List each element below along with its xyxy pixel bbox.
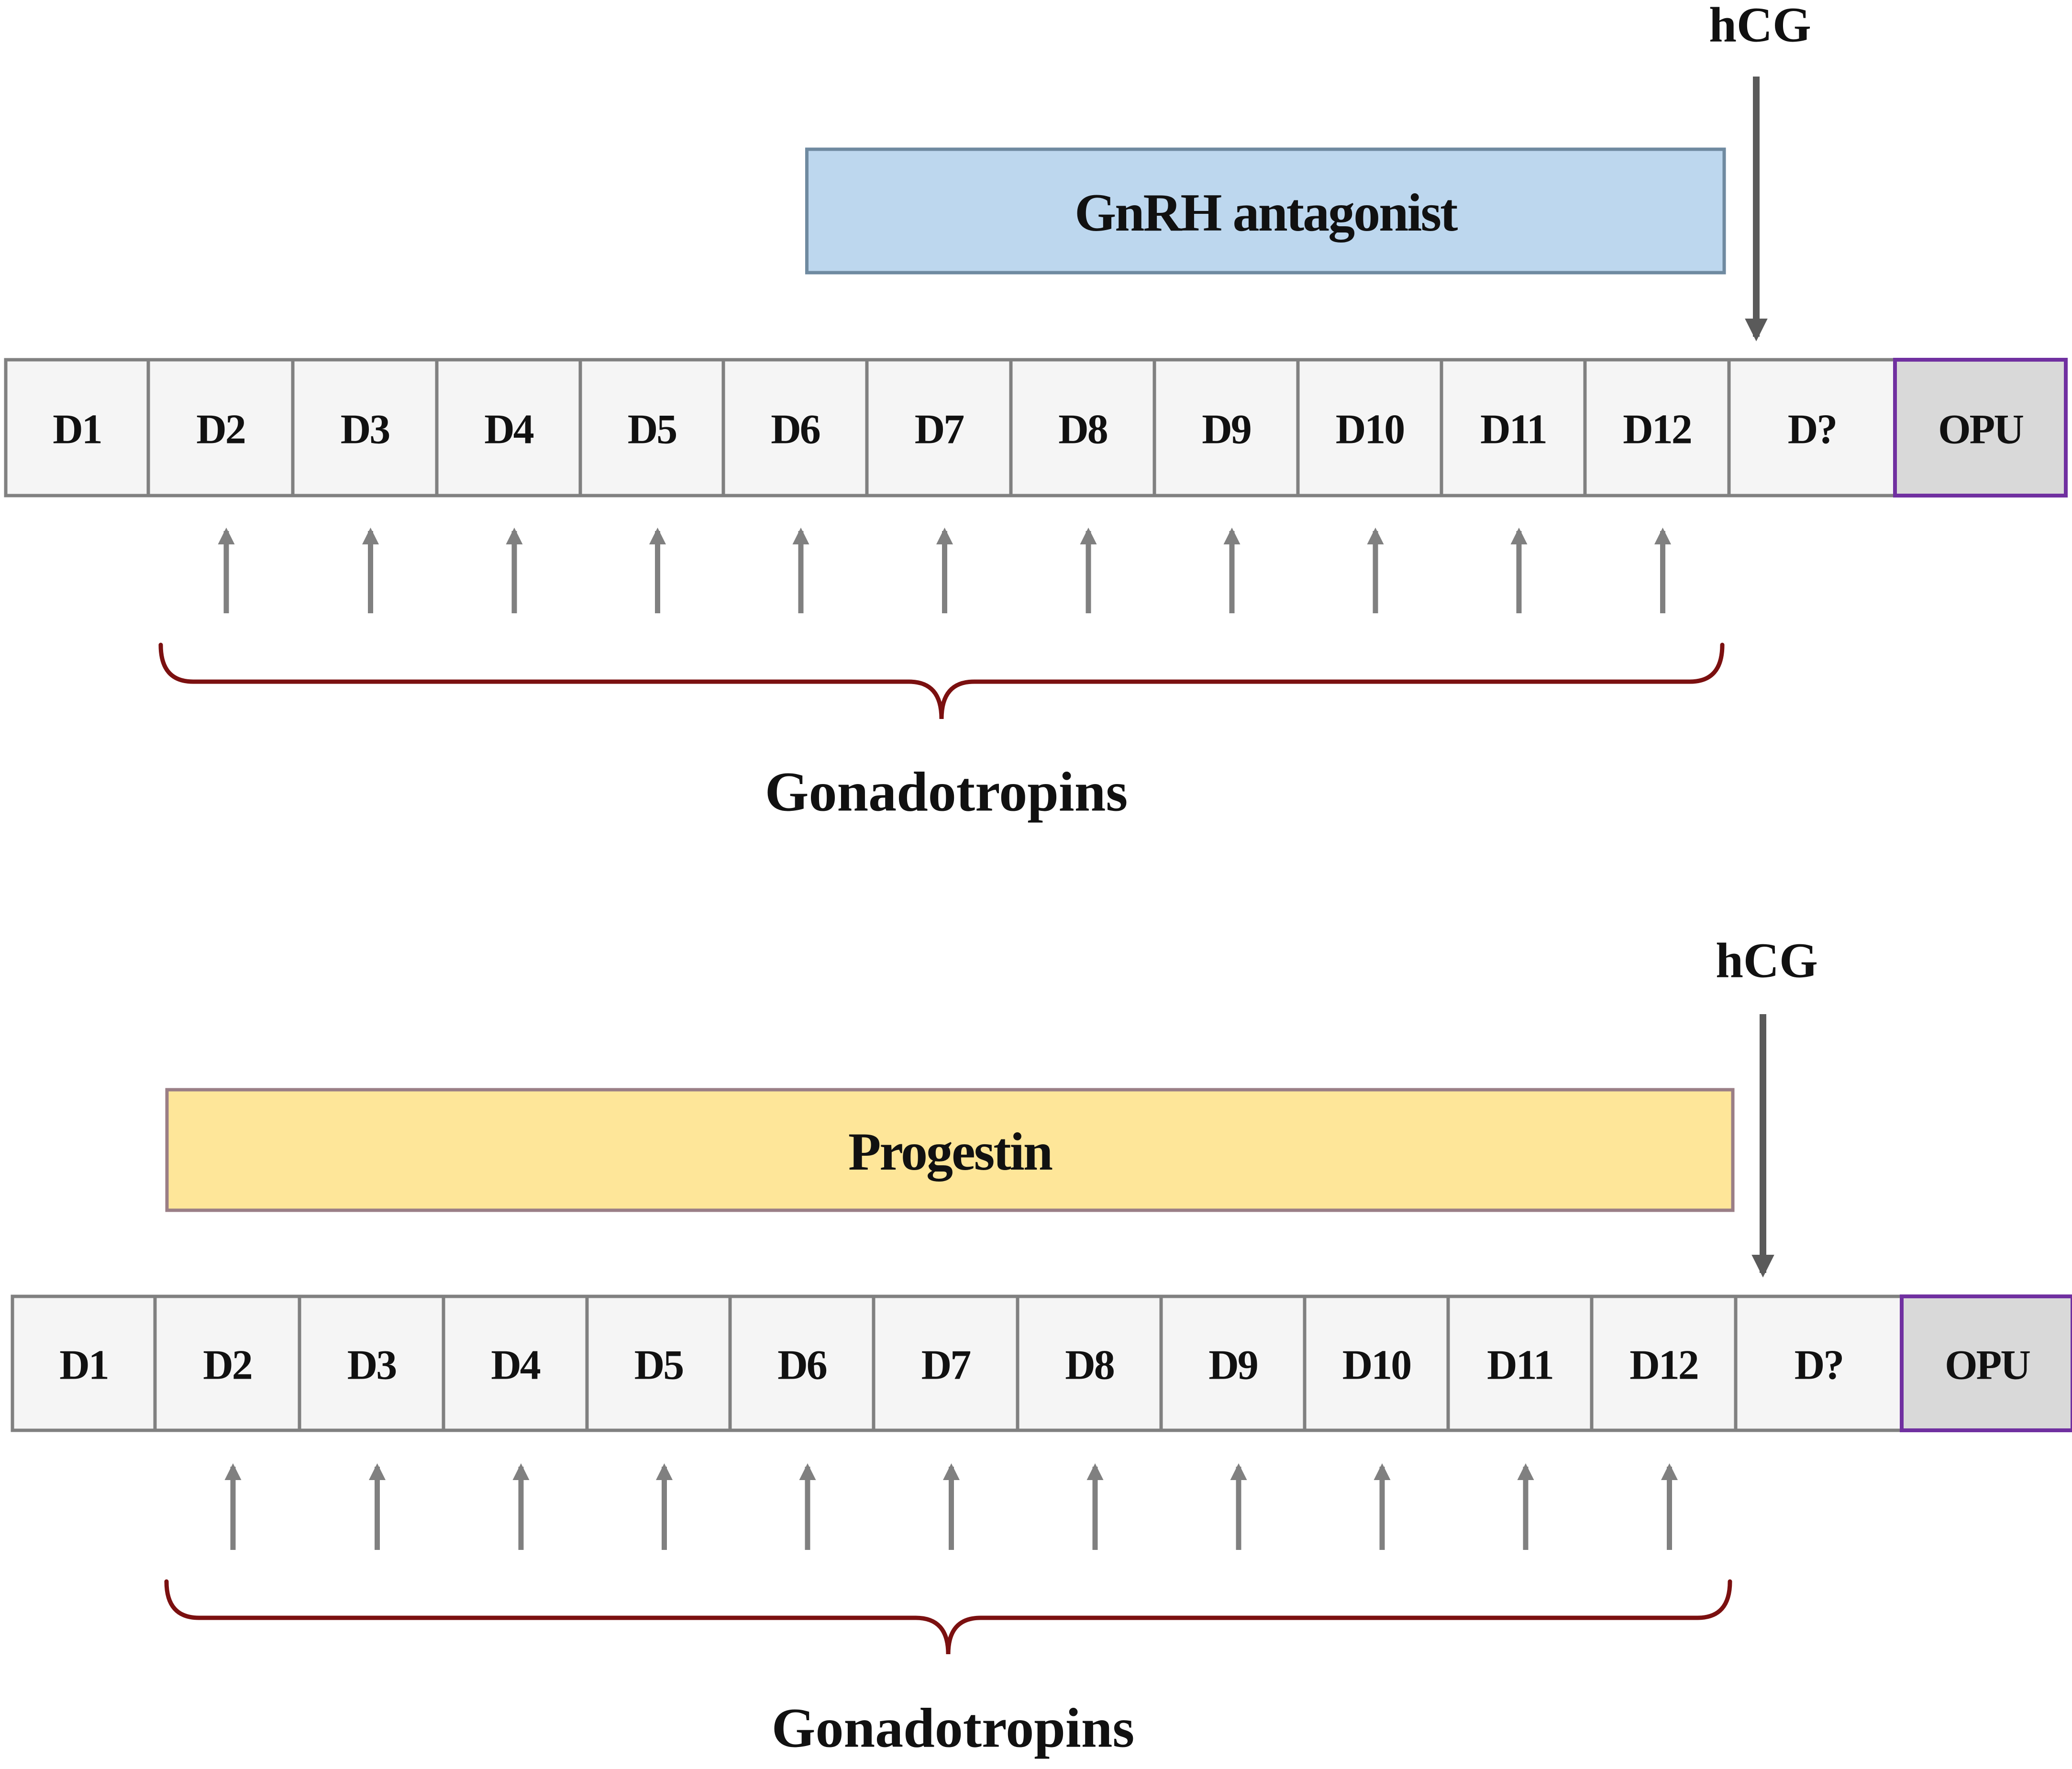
opu-label: OPU	[1938, 407, 2023, 453]
day-label: D7	[921, 1342, 971, 1389]
gonadotropins-label: Gonadotropins	[772, 1697, 1135, 1759]
gonadotropins-brace	[164, 1579, 1732, 1655]
day-cell	[4, 358, 150, 498]
day-cell	[1734, 1294, 1904, 1432]
hcg-label: hCG	[1709, 0, 1811, 53]
hcg-label: hCG	[1716, 933, 1818, 988]
opu-cell-border	[1893, 358, 2068, 498]
day-cell	[1446, 1294, 1594, 1432]
gnrh-antagonist-protocol: GnRH antagonist hCG D1 D2 D3 D4 D5 D6 D7 D8 D9 D10 D…	[4, 0, 2068, 823]
day-label: D8	[1065, 1342, 1114, 1389]
day-label: D4	[491, 1342, 541, 1389]
day-label: D9	[1208, 1342, 1257, 1389]
day-cell	[1152, 358, 1300, 498]
day-label: D3	[347, 1342, 396, 1389]
day-label: D11	[1480, 407, 1546, 453]
day-label: D7	[915, 407, 964, 453]
day-cell	[1009, 358, 1156, 498]
progestin-bar	[165, 1088, 1735, 1212]
day-cell	[1583, 358, 1731, 498]
day-label: D5	[628, 407, 676, 453]
opu-label: OPU	[1945, 1342, 2030, 1389]
day-label: D4	[484, 407, 534, 453]
day-cell	[1296, 358, 1443, 498]
day-cell	[153, 1294, 301, 1432]
day-label: D8	[1058, 407, 1108, 453]
day-cell	[872, 1294, 1019, 1432]
day-label: D12	[1623, 407, 1691, 453]
day-cell	[298, 1294, 445, 1432]
day-cell	[442, 1294, 589, 1432]
day-label: D1	[53, 407, 101, 453]
gonadotropins-brace	[158, 642, 1725, 719]
day-label: D1	[59, 1342, 108, 1389]
day-label: D10	[1342, 1342, 1411, 1389]
day-cell	[1590, 1294, 1738, 1432]
day-cell	[146, 358, 295, 498]
day-label: D6	[771, 407, 820, 453]
day-cell	[11, 1294, 157, 1432]
day-cell	[1016, 1294, 1163, 1432]
day-label: D6	[777, 1342, 827, 1389]
day-label: D11	[1487, 1342, 1553, 1389]
opu-cell-border	[1900, 1294, 2072, 1432]
day-label: D5	[634, 1342, 683, 1389]
gnrh-antagonist-bar	[805, 147, 1726, 275]
drug-bar-label: GnRH antagonist	[1075, 183, 1458, 243]
day-cell	[1159, 1294, 1307, 1432]
day-label: D?	[1795, 1342, 1843, 1389]
day-label: D9	[1202, 407, 1251, 453]
day-label: D2	[203, 1342, 252, 1389]
day-label: D?	[1788, 407, 1837, 453]
day-cell	[1727, 358, 1897, 498]
progestin-protocol: Progestin hCG D1 D2 D3 D4 D5 D6 D7 D8 D9 D10 D11 D12 D…	[11, 933, 2072, 1759]
day-label: D3	[341, 407, 389, 453]
gonadotropins-label: Gonadotropins	[765, 761, 1128, 823]
drug-bar-label: Progestin	[848, 1122, 1053, 1182]
day-label: D2	[196, 407, 245, 453]
day-label: D10	[1336, 407, 1404, 453]
day-cell	[1303, 1294, 1450, 1432]
day-label: D12	[1629, 1342, 1698, 1389]
